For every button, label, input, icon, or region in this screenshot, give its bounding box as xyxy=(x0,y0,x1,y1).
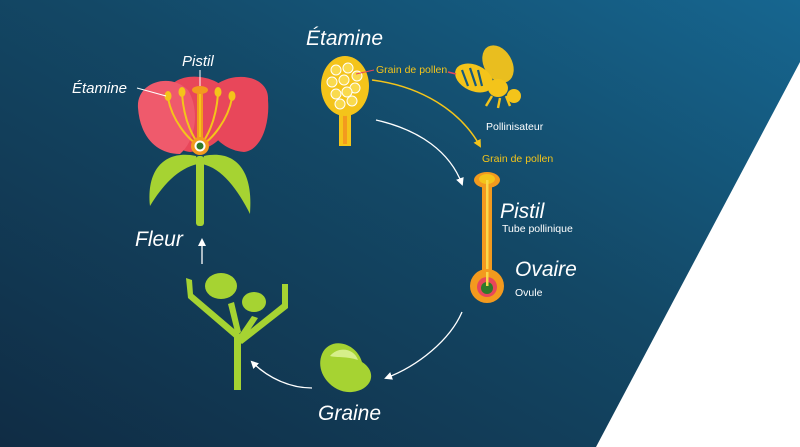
flower-sepal-left xyxy=(149,154,198,206)
flower-petal-far-left xyxy=(137,80,195,154)
flower-petal-right xyxy=(204,76,269,152)
pollen-grains-cluster xyxy=(326,62,363,110)
seedling-stem xyxy=(234,336,241,390)
label-pistil-title: Pistil xyxy=(500,200,546,223)
flower-stem xyxy=(196,156,204,226)
seedling-branch-left xyxy=(186,278,240,340)
label-pollen-tube: Tube pollinique xyxy=(502,223,573,235)
pollinator-bee-icon xyxy=(447,45,521,109)
arrow-ovary-to-seed xyxy=(384,311,463,380)
seedling-illustration xyxy=(186,273,288,390)
pointer-flower-stamen xyxy=(136,87,167,97)
flower-illustration xyxy=(137,76,269,226)
label-ovule: Ovule xyxy=(515,287,543,299)
bee-thorax xyxy=(488,79,508,97)
seed-illustration xyxy=(320,343,372,393)
label-seed: Graine xyxy=(318,402,381,425)
seedling-branch-small xyxy=(237,316,258,342)
bee-head xyxy=(507,89,521,103)
white-corner-shape xyxy=(596,62,800,447)
flower-sepal-right xyxy=(202,154,251,214)
pointer-anther-pollen xyxy=(355,69,375,75)
pollen-grain-on-stigma xyxy=(479,174,495,184)
flower-pistil-stigma xyxy=(192,86,208,94)
arrow-seed-to-seedling xyxy=(250,360,313,389)
bee-wing xyxy=(482,45,514,83)
label-flower-pistil: Pistil xyxy=(182,53,214,70)
label-flower: Fleur xyxy=(135,228,184,251)
bee-legs xyxy=(484,95,512,109)
seedling-leaf-1 xyxy=(205,273,237,299)
label-pollen-grain-anther: Grain de pollen xyxy=(376,64,447,76)
flower-anthers xyxy=(164,87,236,101)
seedling-branch-middle xyxy=(228,302,241,336)
label-ovary: Ovaire xyxy=(515,258,577,281)
label-stamen-title: Étamine xyxy=(306,27,383,50)
label-pollinator: Pollinisateur xyxy=(486,121,544,133)
label-pollen-grain-stigma: Grain de pollen xyxy=(482,153,553,165)
arrow-stamen-to-pistil xyxy=(375,119,464,186)
pollen-tube xyxy=(486,180,489,280)
stamen-illustration xyxy=(321,56,369,146)
label-flower-stamen: Étamine xyxy=(72,80,127,97)
arrow-pollen-transfer xyxy=(371,79,481,148)
pistil-illustration xyxy=(470,172,504,303)
seed-highlight xyxy=(330,349,358,360)
seedling-leaf-2 xyxy=(242,292,266,312)
